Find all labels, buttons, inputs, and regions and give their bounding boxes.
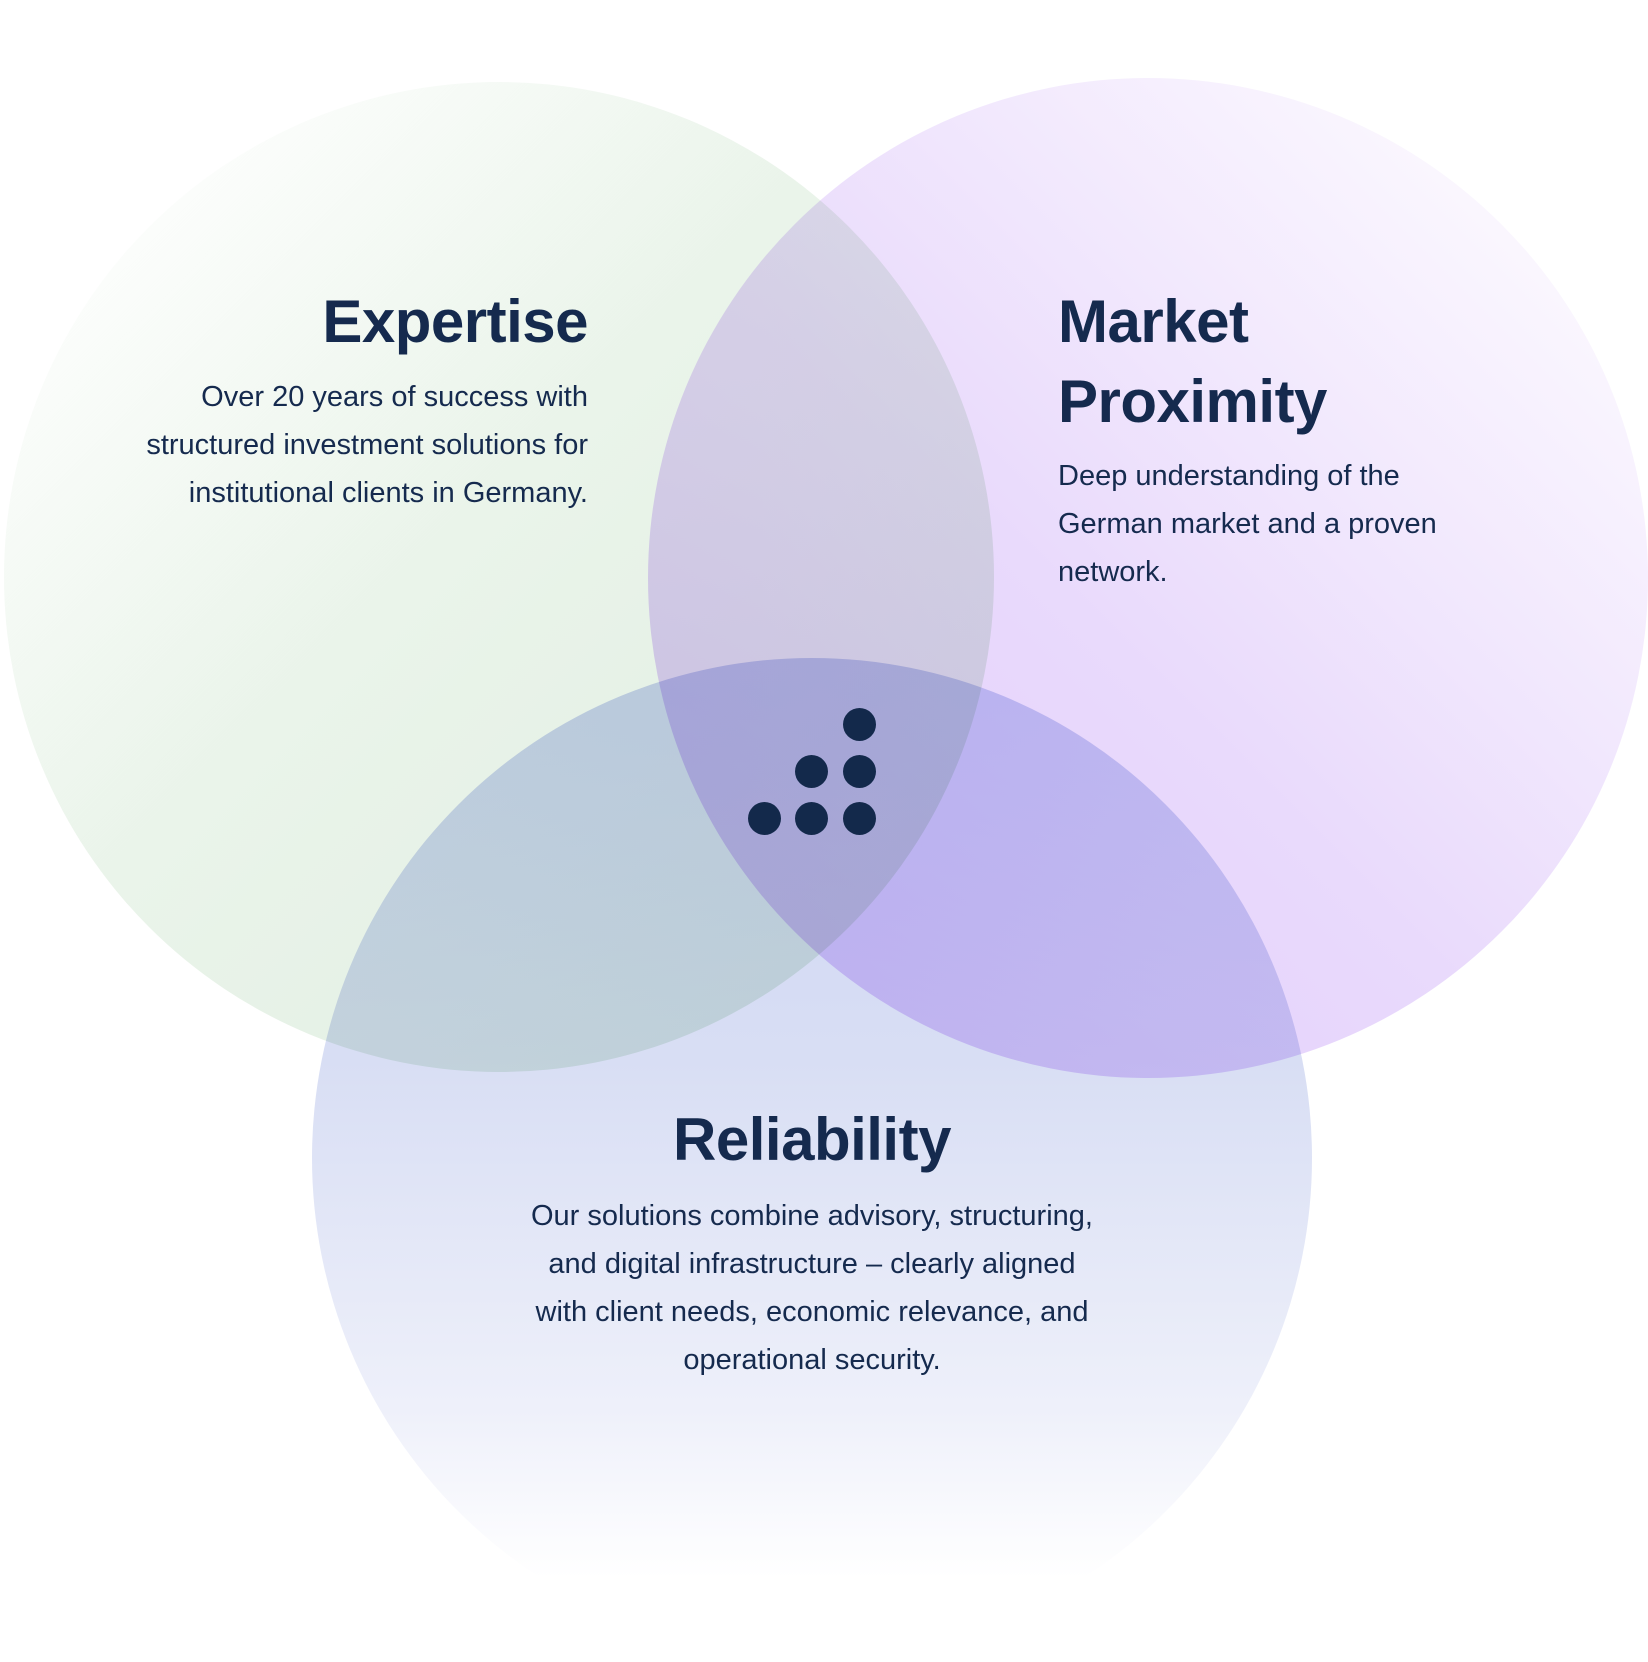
- text-line: structured investment solutions for: [146, 429, 588, 461]
- text-line: institutional clients in Germany.: [188, 477, 588, 509]
- logo-dot-icon: [843, 755, 876, 788]
- title-line: Market: [1058, 288, 1249, 355]
- expertise-title: Expertise: [322, 288, 588, 355]
- logo-dot-icon: [748, 802, 781, 835]
- text-line: Our solutions combine advisory, structur…: [531, 1200, 1093, 1232]
- logo-dot-icon: [843, 802, 876, 835]
- text-line: Deep understanding of the: [1058, 460, 1400, 492]
- text-line: and digital infrastructure – clearly ali…: [548, 1248, 1076, 1280]
- logo-dot-icon: [795, 755, 828, 788]
- text-line: Over 20 years of success with: [201, 381, 588, 413]
- title-line: Proximity: [1058, 368, 1327, 435]
- market-proximity-description: Deep understanding of the German market …: [1058, 452, 1528, 596]
- text-line: network.: [1058, 556, 1168, 588]
- market-proximity-title: Market Proximity: [1058, 282, 1458, 442]
- reliability-title: Reliability: [673, 1106, 951, 1173]
- text-line: with client needs, economic relevance, a…: [535, 1296, 1089, 1328]
- text-line: German market and a proven: [1058, 508, 1437, 540]
- expertise-description: Over 20 years of success with structured…: [28, 373, 588, 517]
- reliability-description: Our solutions combine advisory, structur…: [462, 1192, 1162, 1384]
- text-line: operational security.: [683, 1344, 941, 1376]
- logo-dot-icon: [843, 708, 876, 741]
- logo-dot-icon: [795, 802, 828, 835]
